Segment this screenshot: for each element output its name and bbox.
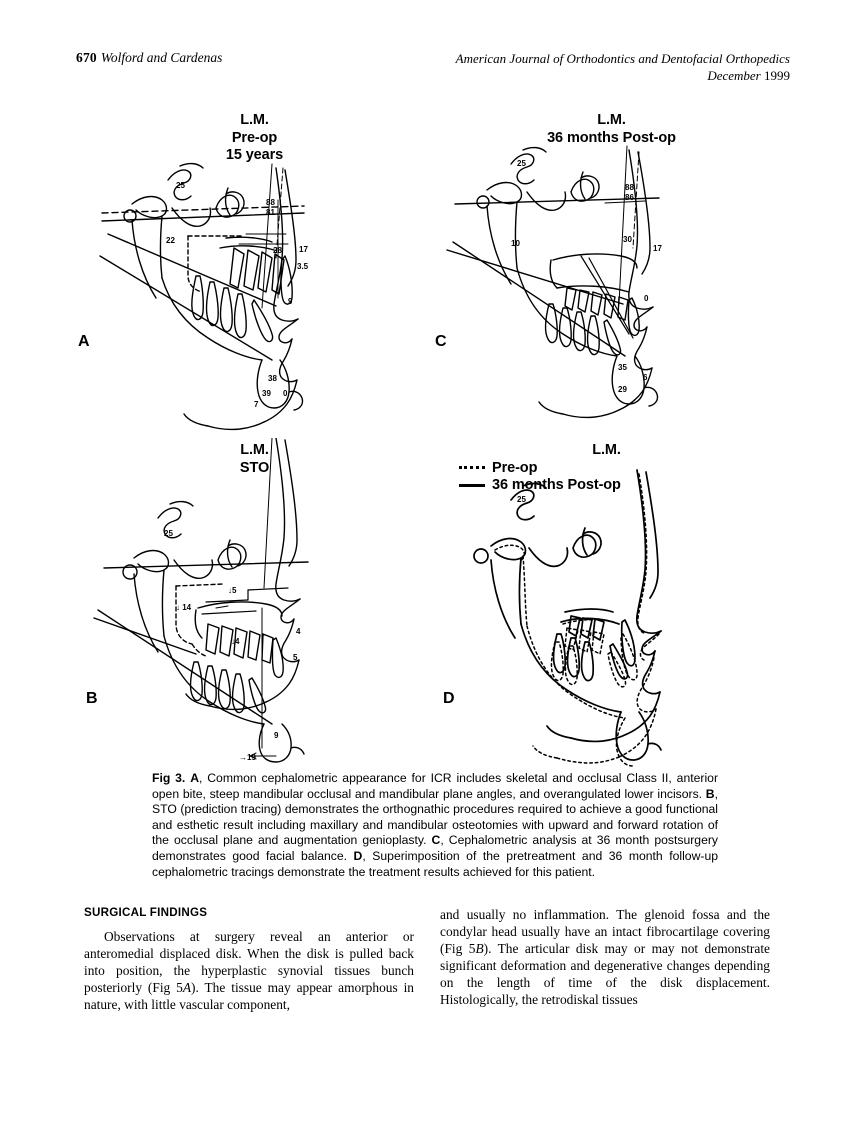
body-paragraph-left-italic: A	[182, 980, 192, 996]
panel-d-legend-preop-label: Pre-op	[492, 459, 538, 476]
svg-text:17: 17	[299, 245, 308, 254]
svg-text:38: 38	[268, 374, 277, 383]
svg-text:86: 86	[625, 193, 634, 202]
panel-b-title-line-2: STO	[239, 459, 270, 476]
figure-panel-a: L.M. Pre-op 15 years	[76, 108, 433, 438]
panel-d-title-line-1: L.M.	[592, 442, 621, 458]
panel-d-title: L.M. Pre-op 36 months Post-op	[433, 442, 816, 495]
panel-letter-b: B	[86, 690, 98, 707]
figure-3: L.M. Pre-op 15 years	[76, 108, 790, 768]
body-paragraph-right: and usually no inflammation. The glenoid…	[440, 906, 770, 1009]
panel-d-legend-postop: 36 months Post-op	[459, 477, 816, 495]
panel-letter-a: A	[78, 333, 90, 350]
panel-a-title-line-3: 15 years	[225, 147, 284, 163]
issue-year: 1999	[764, 68, 790, 83]
svg-text:35: 35	[618, 363, 627, 372]
running-head-authors: Wolford and Cardenas	[100, 50, 223, 65]
panel-c-title-line-2: 36 months Post-op	[547, 129, 676, 146]
body-paragraph-right-post: ). The articular disk may or may not dem…	[440, 941, 770, 1008]
svg-text:0: 0	[644, 294, 649, 303]
body-column-right: and usually no inflammation. The glenoid…	[440, 906, 770, 1009]
svg-text:39: 39	[262, 389, 271, 398]
panel-letter-c: C	[435, 333, 447, 350]
svg-text:↓5: ↓5	[228, 586, 237, 595]
svg-text:5: 5	[293, 653, 298, 662]
figure-caption-part-c: C	[431, 833, 441, 848]
svg-text:3.5: 3.5	[297, 262, 309, 271]
issue-month: December	[707, 68, 761, 83]
panel-b-title: L.M. STO	[76, 442, 485, 477]
body-paragraph-right-italic: B	[475, 941, 484, 957]
body-paragraph-left-pre: Observations at surgery reveal an anteri…	[84, 929, 414, 996]
figure-caption-part-a: A	[190, 771, 199, 785]
panel-c-title: L.M. 36 months Post-op	[433, 112, 860, 147]
panel-c-title-line-1: L.M.	[597, 112, 626, 128]
panel-a-title-line-2: Pre-op	[231, 129, 278, 146]
figure-caption-label: Fig 3.	[152, 771, 186, 785]
svg-text:6: 6	[643, 373, 648, 382]
svg-text:25: 25	[176, 181, 185, 190]
svg-text:25: 25	[164, 529, 173, 538]
svg-text:88: 88	[266, 198, 275, 207]
svg-text:25: 25	[517, 159, 526, 168]
svg-text:22: 22	[166, 236, 175, 245]
figure-caption-part-d: D	[353, 848, 363, 863]
issue-date: December 1999	[456, 67, 790, 84]
panel-c-cephalometric-tracing: 25 10 88 86 30 17 0 35 29 6	[433, 108, 790, 438]
body-columns: SURGICAL FINDINGS Observations at surger…	[84, 906, 784, 1106]
body-paragraph-left-post: ). The tissue may appear amorphous in na…	[84, 980, 414, 1013]
solid-line-icon	[459, 484, 485, 488]
svg-text:88: 88	[625, 183, 634, 192]
figure-caption-text-b: , STO (prediction tracing) demonstrates …	[152, 786, 718, 848]
figure-caption-part-b: B	[705, 786, 715, 801]
panel-letter-d: D	[443, 690, 455, 707]
body-column-left: SURGICAL FINDINGS Observations at surger…	[84, 906, 414, 1013]
figure-panel-d: L.M. Pre-op 36 months Post-op	[433, 438, 790, 768]
svg-text:81: 81	[266, 208, 275, 217]
page-number: 670	[76, 50, 97, 65]
section-heading-surgical-findings: SURGICAL FINDINGS	[84, 906, 208, 919]
svg-text:10: 10	[511, 239, 520, 248]
svg-text:7: 7	[254, 400, 259, 409]
panel-d-legend-preop: Pre-op	[459, 460, 816, 478]
journal-title: American Journal of Orthodontics and Den…	[455, 51, 790, 66]
svg-text:17: 17	[653, 244, 662, 253]
panel-a-title-line-1: L.M.	[240, 112, 269, 128]
svg-text:30: 30	[623, 235, 632, 244]
figure-caption-text-c: , Cephalometric analysis at 36 month pos…	[152, 833, 718, 863]
figure-caption-text-a: , Common cephalometric appearance for IC…	[152, 771, 719, 801]
panel-d-superimposition-tracing: 25	[433, 438, 790, 768]
svg-text:25: 25	[517, 495, 526, 504]
svg-text:→19: →19	[239, 753, 256, 762]
body-paragraph-right-pre: and usually no inflammation. The glenoid…	[440, 907, 770, 957]
body-paragraph-left: Observations at surgery reveal an anteri…	[84, 928, 414, 1013]
running-head-right: American Journal of Orthodontics and Den…	[456, 50, 790, 84]
figure-caption-text-d: , Superimposition of the pretreatment an…	[152, 848, 718, 879]
figure-panel-b: L.M. STO	[76, 438, 433, 768]
figure-caption: Fig 3. A, Common cephalometric appearanc…	[152, 771, 718, 880]
svg-text:↓ 14: ↓ 14	[176, 603, 192, 612]
panel-d-legend-postop-label: 36 months Post-op	[492, 477, 621, 493]
svg-text:9: 9	[288, 297, 293, 306]
svg-text:29: 29	[618, 385, 627, 394]
svg-text:28: 28	[273, 246, 282, 255]
svg-text:4: 4	[296, 627, 301, 636]
panel-a-cephalometric-tracing: 25 22 88 81 28 17 3.5 9 38 39 0 7	[76, 108, 433, 438]
svg-text:0: 0	[283, 389, 288, 398]
dotted-line-icon	[459, 465, 485, 469]
svg-text:9: 9	[274, 731, 279, 740]
svg-text:↓4: ↓4	[231, 637, 240, 646]
panel-b-title-line-1: L.M.	[240, 442, 269, 458]
panel-a-title: L.M. Pre-op 15 years	[76, 112, 485, 165]
figure-panel-c: L.M. 36 months Post-op	[433, 108, 790, 438]
panel-b-cephalometric-tracing: 25 ↓5 ↓ 14 ↓4 4 5 9 →19	[76, 438, 433, 768]
